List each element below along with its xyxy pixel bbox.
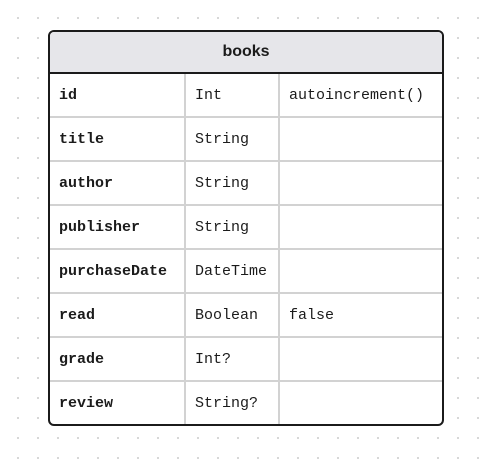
field-row-purchase-date[interactable]: purchaseDate DateTime [50,248,442,292]
field-name: author [50,162,186,204]
field-name: publisher [50,206,186,248]
field-attribute: autoincrement() [289,86,425,104]
field-row-author[interactable]: author String [50,160,442,204]
field-type: Int [186,74,280,116]
field-type: String [186,162,280,204]
field-list: id Int autoincrement() title String auth… [50,74,442,424]
model-table-books[interactable]: books id Int autoincrement() title Strin… [48,30,444,426]
field-attribute [280,382,442,424]
field-row-id[interactable]: id Int autoincrement() [50,74,442,116]
field-attribute [280,250,442,292]
field-type: Int? [186,338,280,380]
field-type: Boolean [186,294,280,336]
field-name: grade [50,338,186,380]
field-row-review[interactable]: review String? [50,380,442,424]
field-attribute [280,162,442,204]
field-attribute [280,338,442,380]
model-name: books [50,32,442,74]
field-type: DateTime [186,250,280,292]
field-name: read [50,294,186,336]
field-name: purchaseDate [50,250,186,292]
field-type: String [186,206,280,248]
field-name: id [50,74,186,116]
field-attribute [280,118,442,160]
field-type: String? [186,382,280,424]
field-row-read[interactable]: read Boolean false [50,292,442,336]
field-attribute [280,206,442,248]
field-row-publisher[interactable]: publisher String [50,204,442,248]
field-attribute: false [289,306,335,324]
field-row-grade[interactable]: grade Int? [50,336,442,380]
field-name: review [50,382,186,424]
field-type: String [186,118,280,160]
field-row-title[interactable]: title String [50,116,442,160]
field-name: title [50,118,186,160]
